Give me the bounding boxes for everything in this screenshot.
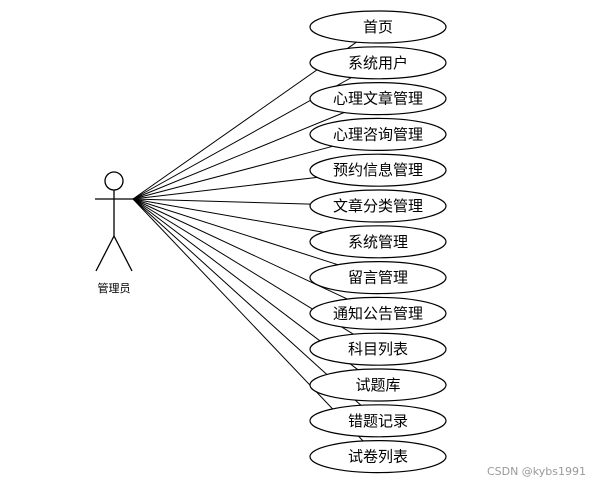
use-case-ellipse xyxy=(309,261,447,295)
use-case-ellipse xyxy=(309,296,447,330)
use-case-ellipse xyxy=(309,153,447,187)
actor-administrator: 管理员 xyxy=(95,171,133,295)
actor-label: 管理员 xyxy=(98,281,131,295)
use-case-label: 心理咨询管理 xyxy=(333,125,423,143)
association-line-7 xyxy=(132,198,324,233)
use-case-5: 预约信息管理 xyxy=(309,153,447,187)
use-case-ellipse xyxy=(309,46,447,80)
use-case-11: 试题库 xyxy=(309,368,447,402)
use-case-ellipse xyxy=(309,81,447,116)
use-case-3: 心理文章管理 xyxy=(309,81,447,116)
use-case-label: 文章分类管理 xyxy=(333,197,423,215)
use-case-ellipse xyxy=(309,440,447,474)
use-case-1: 首页 xyxy=(309,10,447,44)
use-case-6: 文章分类管理 xyxy=(309,189,447,223)
use-case-list: 首页系统用户心理文章管理心理咨询管理预约信息管理文章分类管理系统管理留言管理通知… xyxy=(309,10,447,474)
association-line-12 xyxy=(132,198,362,406)
use-case-12: 错题记录 xyxy=(309,404,447,438)
use-case-label: 系统管理 xyxy=(348,233,408,251)
use-case-ellipse xyxy=(309,225,447,259)
use-case-7: 系统管理 xyxy=(309,225,447,259)
association-line-6 xyxy=(132,198,311,205)
use-case-ellipse xyxy=(309,332,447,366)
use-case-label: 留言管理 xyxy=(348,269,408,287)
use-case-8: 留言管理 xyxy=(309,261,447,295)
association-line-4 xyxy=(132,145,333,200)
use-case-label: 系统用户 xyxy=(348,54,408,72)
use-case-ellipse xyxy=(309,117,447,151)
use-case-label: 试题库 xyxy=(355,376,400,394)
use-case-9: 通知公告管理 xyxy=(309,296,447,330)
use-case-label: 首页 xyxy=(363,18,393,36)
watermark: CSDN @kybs1991 xyxy=(486,465,586,478)
use-case-label: 错题记录 xyxy=(348,412,408,430)
association-line-13 xyxy=(132,198,364,442)
association-line-8 xyxy=(132,198,338,266)
use-case-ellipse xyxy=(309,368,447,402)
use-case-label: 心理文章管理 xyxy=(333,90,423,108)
use-case-4: 心理咨询管理 xyxy=(309,117,447,151)
association-line-5 xyxy=(132,176,318,200)
association-line-3 xyxy=(132,112,345,200)
actor-left-leg xyxy=(95,235,115,272)
use-case-ellipse xyxy=(309,10,447,44)
use-case-13: 试卷列表 xyxy=(309,440,447,474)
use-case-10: 科目列表 xyxy=(309,332,447,366)
use-case-2: 系统用户 xyxy=(309,46,447,80)
association-line-9 xyxy=(132,198,348,300)
use-case-label: 预约信息管理 xyxy=(333,161,423,179)
use-case-ellipse xyxy=(309,404,447,438)
actor-right-leg xyxy=(113,235,133,272)
actor-head xyxy=(104,171,124,191)
use-case-label: 试卷列表 xyxy=(348,448,408,466)
use-case-label: 科目列表 xyxy=(348,340,408,358)
use-case-label: 通知公告管理 xyxy=(333,304,423,322)
use-case-ellipse xyxy=(309,189,447,223)
